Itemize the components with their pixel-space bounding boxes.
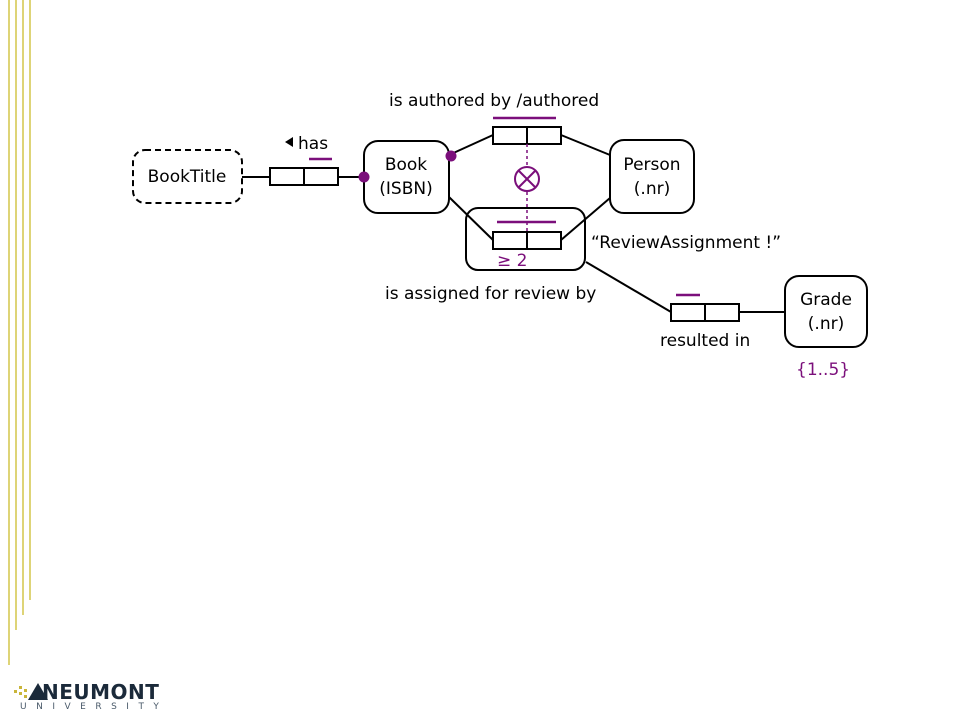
book-label: Book xyxy=(385,155,427,175)
entity-person[interactable]: Person (.nr) xyxy=(609,139,695,214)
mandatory-dot-has xyxy=(358,171,370,183)
role-connectors xyxy=(242,134,785,313)
facttype-authored[interactable] xyxy=(492,116,562,145)
facttype-has[interactable] xyxy=(269,157,339,186)
facttype-resulted[interactable] xyxy=(670,293,740,322)
reading-authored: is authored by /authored xyxy=(389,91,599,111)
reading-assigned: is assigned for review by xyxy=(385,284,596,304)
exclusion-constraint-icon[interactable] xyxy=(514,144,540,232)
neumont-logo: NEUMONT UNIVERSITY xyxy=(12,680,172,716)
logo-subtitle: UNIVERSITY xyxy=(20,702,169,712)
reading-resulted: resulted in xyxy=(660,331,750,351)
objectified-frame[interactable] xyxy=(465,207,586,271)
book-refmode: (ISBN) xyxy=(379,179,432,199)
entity-grade[interactable]: Grade (.nr) xyxy=(784,275,868,348)
reading-direction-icon xyxy=(285,137,293,147)
grade-refmode: (.nr) xyxy=(808,314,844,334)
value-constraint: {1..5} xyxy=(796,360,850,380)
slide-accent-lines xyxy=(8,0,31,665)
frequency-constraint: ≥ 2 xyxy=(497,251,527,271)
person-refmode: (.nr) xyxy=(634,179,670,199)
neumont-logo-icon xyxy=(14,683,48,700)
entity-book[interactable]: Book (ISBN) xyxy=(363,140,450,214)
objectified-name: “ReviewAssignment !” xyxy=(591,233,781,253)
booktitle-label: BookTitle xyxy=(148,167,227,187)
mandatory-dot-authored xyxy=(445,150,457,162)
facttype-assigned[interactable] xyxy=(492,220,562,250)
reading-has: has xyxy=(298,134,328,154)
person-label: Person xyxy=(623,155,680,175)
entity-booktitle[interactable]: BookTitle xyxy=(132,149,243,204)
logo-brand: NEUMONT xyxy=(42,680,160,704)
grade-label: Grade xyxy=(800,290,852,310)
